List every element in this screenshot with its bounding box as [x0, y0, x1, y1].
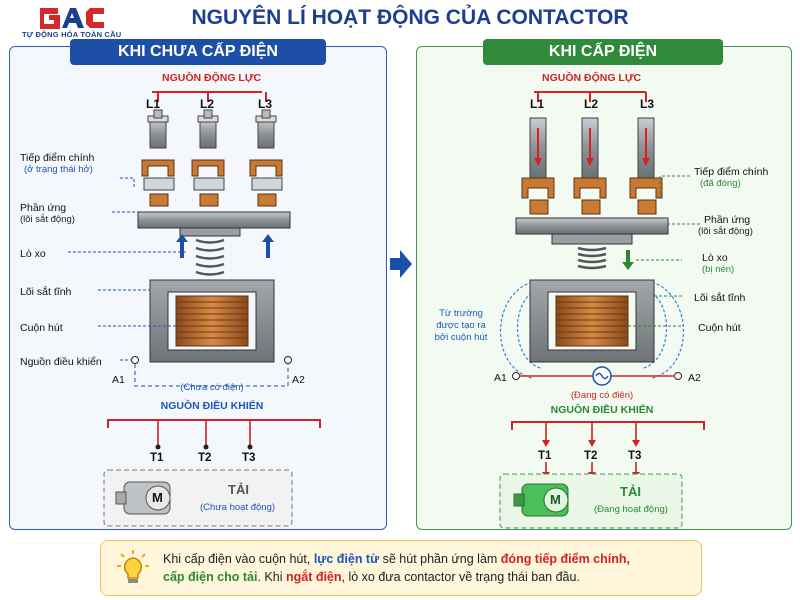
field-label-3: bởi cuộn hút	[434, 332, 488, 343]
spring-state-right: (bị nén)	[702, 264, 735, 275]
line-l1-right: L1	[530, 97, 545, 111]
spring-right	[577, 246, 607, 270]
heading-not-energized: KHI CHƯA CẤP ĐIỆN	[70, 39, 326, 65]
note-highlight-force: lực điện từ	[313, 552, 380, 566]
static-core-left	[149, 279, 275, 363]
load-label-left: TẢI	[228, 482, 249, 497]
note-part-1: Khi cấp điện vào cuộn hút,	[163, 552, 314, 566]
explanation-note: Khi cấp điện vào cuộn hút, lực điện từ s…	[100, 540, 702, 596]
main-contact-state-right: (đã đóng)	[700, 178, 741, 189]
coil-label-left: Cuộn hút	[20, 322, 63, 334]
armature-right	[515, 217, 669, 245]
down-arrow-icon	[622, 250, 634, 270]
lightbulb-icon	[117, 550, 149, 583]
terminal-a2-right: A2	[688, 372, 701, 384]
motor-letter-left: M	[152, 490, 163, 505]
terminal-a2-left: A2	[292, 374, 305, 386]
terminal-a1-right: A1	[494, 372, 507, 384]
control-circuit-left	[131, 356, 292, 387]
terminal-t2-left: T2	[198, 452, 212, 464]
main-contact-state-left: (ở trạng thái hở)	[24, 164, 93, 175]
armature-sub-left: (lõi sắt động)	[20, 214, 75, 225]
heading-energized: KHI CẤP ĐIỆN	[483, 39, 723, 65]
note-highlight-close-contact: đóng tiếp điểm chính,	[500, 552, 630, 566]
leader-lines-right	[628, 175, 700, 327]
terminal-a1-left: A1	[112, 374, 125, 386]
coil-state-left: (Chưa có điện)	[180, 382, 244, 393]
core-label-right: Lõi sắt tĩnh	[694, 292, 746, 304]
line-l2-right: L2	[584, 97, 599, 111]
note-text: Khi cấp điện vào cuộn hút, lực điện từ s…	[163, 550, 630, 586]
motor-icon-left	[115, 481, 171, 515]
line-l2-left: L2	[200, 97, 215, 111]
spring-left	[195, 238, 225, 276]
up-arrows-left	[176, 234, 274, 258]
motor-icon-right	[513, 483, 569, 517]
coil-state-right: (Đang có điện)	[570, 390, 634, 401]
control-power-label-left: Nguồn điều khiển	[20, 356, 102, 368]
right-arrow-icon	[390, 250, 412, 278]
note-part-3: sẽ hút phần ứng làm	[379, 552, 501, 566]
load-state-left: (Chưa hoạt động)	[200, 502, 276, 513]
leader-lines-left	[68, 177, 188, 361]
spring-label-left: Lò xo	[20, 248, 46, 260]
control-circuit-right	[512, 366, 682, 386]
power-source-label-right: NGUỒN ĐỘNG LỰC	[542, 72, 642, 84]
armature-sub-right: (lõi sắt động)	[698, 226, 753, 237]
main-contact-label-left: Tiếp điểm chính	[20, 152, 95, 164]
static-core-right	[529, 279, 655, 363]
load-state-right: (Đang hoạt động)	[594, 504, 668, 515]
terminal-t1-right: T1	[538, 450, 552, 462]
terminal-t2-right: T2	[584, 450, 598, 462]
coil-label-right: Cuộn hút	[698, 322, 741, 334]
main-contacts-right	[521, 117, 663, 215]
line-l3-left: L3	[258, 97, 273, 111]
logo-tagline: TỰ ĐỘNG HÓA TOÀN CẦU	[22, 30, 122, 39]
line-l3-right: L3	[640, 97, 655, 111]
main-contacts-left	[141, 109, 283, 207]
gac-logo	[40, 8, 104, 29]
main-contact-label-right: Tiếp điểm chính	[694, 166, 769, 178]
armature-left	[137, 211, 291, 237]
spring-label-right: Lò xo	[702, 252, 728, 264]
note-highlight-cut-power: ngắt điện	[285, 570, 342, 584]
note-highlight-supply-load: cấp điện cho tải	[163, 570, 258, 584]
panel-not-energized: KHI CHƯA CẤP ĐIỆN	[9, 39, 387, 530]
terminal-t1-left: T1	[150, 452, 164, 464]
terminal-t3-left: T3	[242, 452, 256, 464]
terminal-t3-right: T3	[628, 450, 642, 462]
control-source-label-left: NGUỒN ĐIỀU KHIỂN	[160, 400, 264, 412]
motor-letter-right: M	[550, 492, 561, 507]
field-label-1: Từ trường	[439, 308, 483, 319]
armature-label-right: Phần ứng	[704, 214, 751, 226]
gac-logo-mark	[40, 8, 104, 29]
power-bus-left	[152, 91, 267, 102]
control-source-label-right: NGUỒN ĐIỀU KHIỂN	[550, 404, 654, 416]
core-label-left: Lõi sắt tĩnh	[20, 286, 72, 298]
note-part-6: . Khi	[257, 570, 286, 584]
line-l1-left: L1	[146, 97, 161, 111]
armature-label-left: Phần ứng	[20, 202, 67, 214]
field-label-2: được tạo ra	[436, 320, 486, 331]
power-bus-right	[534, 91, 647, 102]
page-title: NGUYÊN LÍ HOẠT ĐỘNG CỦA CONTACTOR	[191, 6, 629, 29]
load-bus-left	[107, 419, 321, 450]
power-source-label-left: NGUỒN ĐỘNG LỰC	[162, 72, 262, 84]
load-label-right: TẢI	[620, 484, 641, 499]
note-part-8: , lò xo đưa contactor về trạng thái ban …	[341, 570, 580, 584]
